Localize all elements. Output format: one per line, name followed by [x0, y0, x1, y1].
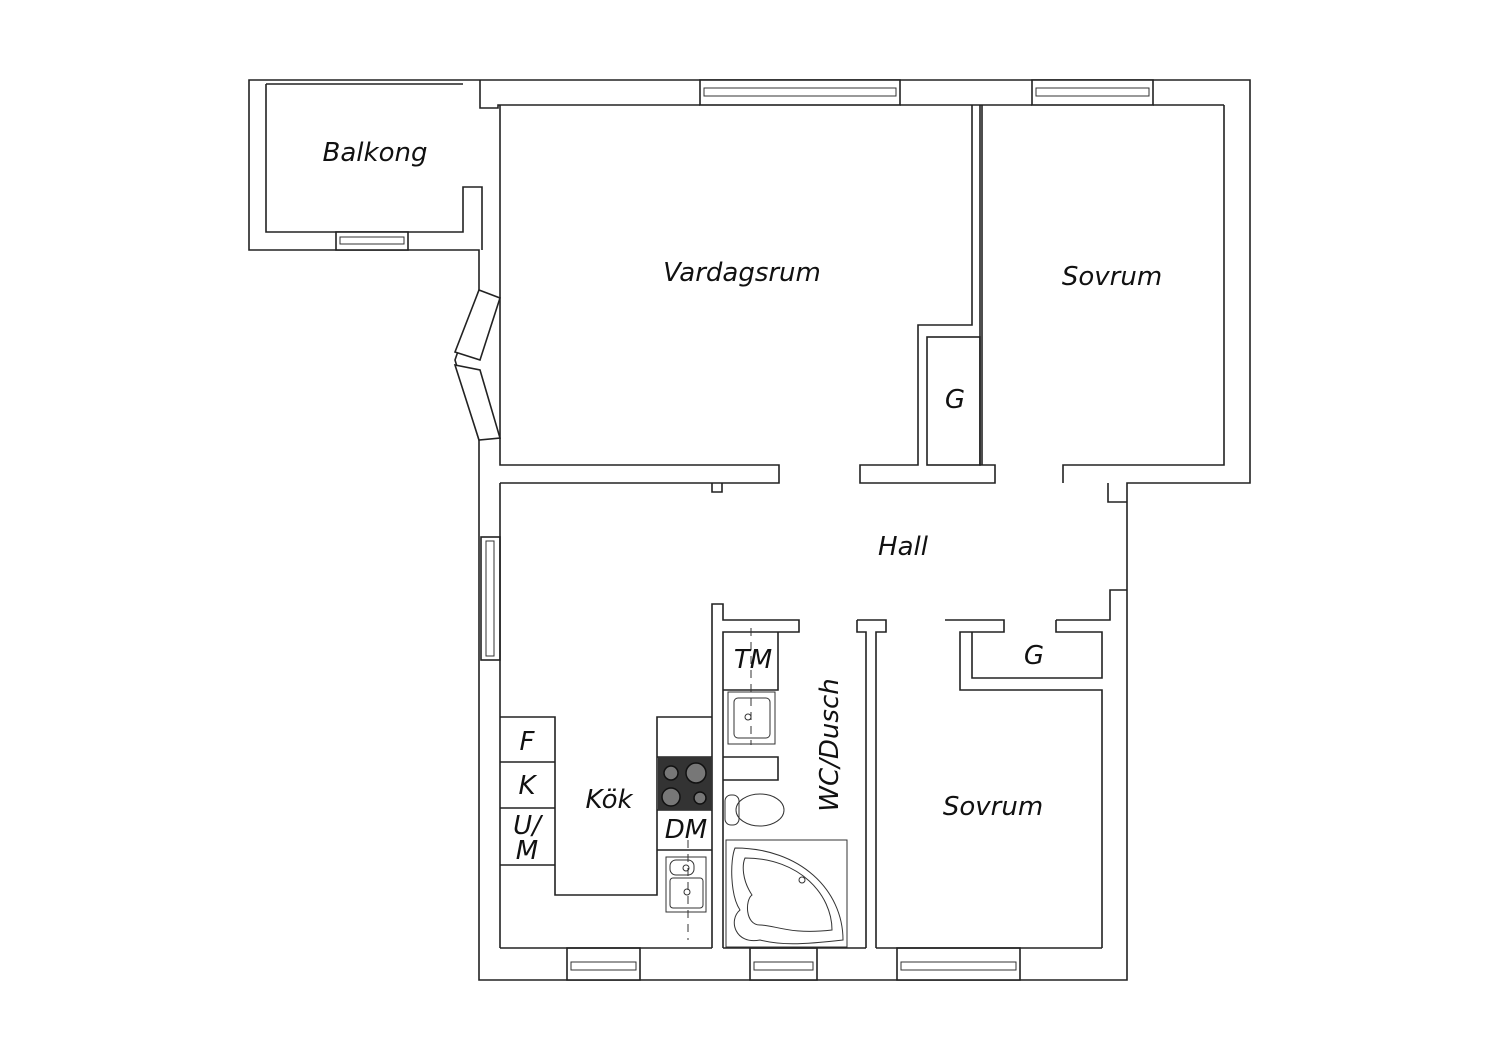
fixture-label-oven-line2: M	[515, 836, 539, 866]
bay-window	[453, 288, 502, 441]
bedroom2-wall	[945, 589, 1127, 948]
window-kitchen-bottom	[566, 947, 641, 981]
window-balcony	[335, 231, 409, 251]
window-bathroom-bottom	[749, 947, 818, 981]
bedroom1-wall	[981, 105, 1225, 503]
kitchen-sink-icon	[665, 840, 707, 940]
living-wall	[499, 105, 996, 948]
room-label-bathroom: WC/Dusch	[815, 678, 845, 812]
fixture-label-washing-machine: TM	[733, 645, 773, 675]
room-label-bedroom-2: Sovrum	[942, 792, 1044, 822]
closet-1	[926, 336, 981, 466]
window-top-bedroom	[1031, 79, 1154, 106]
bathroom-wall	[711, 603, 887, 948]
window-top-living	[699, 79, 901, 106]
room-label-hall: Hall	[878, 532, 928, 562]
bathroom-sink-icon	[727, 628, 776, 745]
room-label-living-room: Vardagsrum	[663, 258, 821, 288]
burner-icons	[661, 762, 707, 807]
window-kitchen-side	[480, 536, 501, 661]
living-top-notch	[479, 80, 1224, 109]
fixture-label-oven-line1: U/	[513, 811, 541, 841]
fixture-label-fridge: F	[519, 727, 535, 757]
fixture-label-dishwasher: DM	[664, 815, 708, 845]
room-label-bedroom-1: Sovrum	[1061, 262, 1163, 292]
balcony-inner-wall	[265, 83, 483, 250]
living-notch	[711, 483, 723, 493]
room-label-balcony: Balkong	[322, 138, 428, 168]
outer-wall	[248, 79, 1251, 981]
toilet-icon	[724, 793, 785, 827]
room-label-closet-1: G	[944, 385, 966, 415]
fixture-label-freezer: K	[518, 771, 536, 801]
bath-fixture-lines	[723, 632, 779, 781]
room-label-kitchen: Kök	[585, 785, 633, 815]
room-label-closet-2: G	[1023, 641, 1045, 671]
window-bedroom-bottom	[896, 947, 1021, 981]
corner-bathtub-icon	[725, 839, 848, 948]
